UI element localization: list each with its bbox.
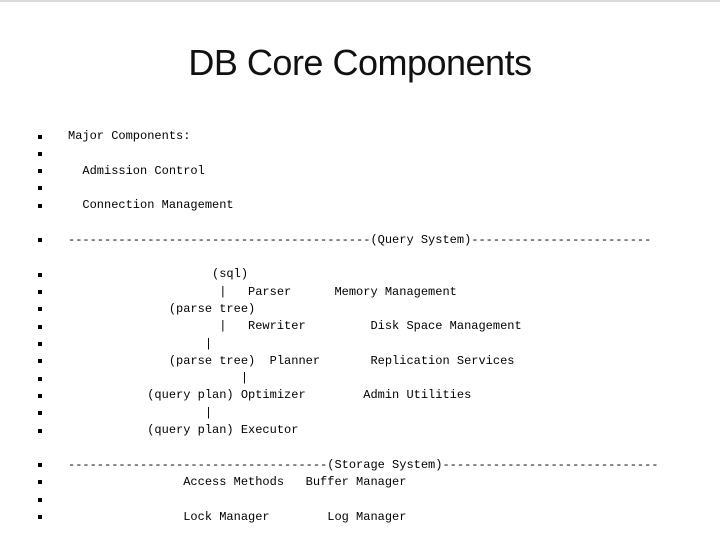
square-bullet-icon [38,515,42,520]
content-line: | [68,336,213,351]
content-row: | [0,336,720,353]
slide-top-edge [0,0,720,2]
content-row: (query plan) Executor [0,422,720,439]
content-row: ------------------------------------(Sto… [0,457,720,474]
square-bullet-icon [38,428,42,433]
content-row: | [0,405,720,422]
square-bullet-icon [38,497,42,502]
square-bullet-icon [38,411,42,416]
content-line: ------------------------------------(Sto… [68,457,659,472]
content-row: (query plan) Optimizer Admin Utilities [0,387,720,404]
square-bullet-icon [38,376,42,381]
content-row: ----------------------------------------… [0,232,720,249]
content-row [0,491,720,508]
square-bullet-icon [38,134,42,139]
content-row [0,214,720,231]
content-row: | Parser Memory Management [0,284,720,301]
slide-body: Major Components: Admission Control Conn… [0,128,720,526]
content-row [0,180,720,197]
content-line: | Parser Memory Management [68,284,457,299]
content-row: (parse tree) [0,301,720,318]
content-line: Access Methods Buffer Manager [68,474,407,489]
content-line: (sql) [68,267,249,282]
square-bullet-icon [38,186,42,191]
content-line: | [68,405,213,420]
content-line: Major Components: [68,129,191,143]
square-bullet-icon [38,359,42,364]
content-row: Major Components: [0,128,720,145]
content-row: Access Methods Buffer Manager [0,474,720,491]
content-line: Lock Manager Log Manager [68,509,407,524]
content-row: | Rewriter Disk Space Management [0,318,720,335]
content-row [0,249,720,266]
content-row [0,145,720,162]
content-row [0,439,720,456]
content-row: (sql) [0,266,720,283]
content-line: Connection Management [68,198,234,213]
content-rows: Major Components: Admission Control Conn… [0,128,720,526]
square-bullet-icon [38,290,42,295]
square-bullet-icon [38,324,42,329]
square-bullet-icon [38,272,42,277]
content-row: Admission Control [0,163,720,180]
content-line: Admission Control [68,163,205,178]
content-line: (query plan) Executor [68,423,299,438]
square-bullet-icon [38,463,42,468]
square-bullet-icon [38,342,42,347]
content-line: | Rewriter Disk Space Management [68,319,522,334]
content-row: | [0,370,720,387]
square-bullet-icon [38,151,42,156]
content-line: (query plan) Optimizer Admin Utilities [68,388,472,403]
slide-title: DB Core Components [188,42,532,83]
square-bullet-icon [38,169,42,174]
square-bullet-icon [38,307,42,312]
content-row: Connection Management [0,197,720,214]
content-line: (parse tree) Planner Replication Service… [68,353,515,368]
content-row: Lock Manager Log Manager [0,509,720,526]
content-line: (parse tree) [68,301,256,316]
content-line: | [68,371,249,386]
content-row: (parse tree) Planner Replication Service… [0,353,720,370]
square-bullet-icon [38,393,42,398]
square-bullet-icon [38,203,42,208]
square-bullet-icon [38,238,42,243]
square-bullet-icon [38,480,42,485]
content-line: ----------------------------------------… [68,232,652,247]
